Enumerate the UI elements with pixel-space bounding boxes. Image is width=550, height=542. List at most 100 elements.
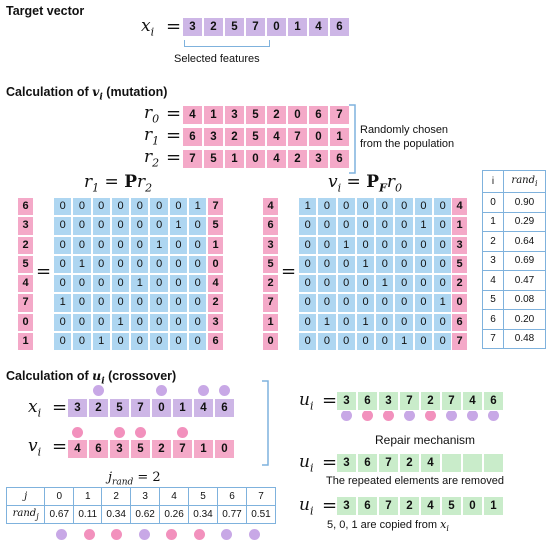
matrix-cell: 0 xyxy=(413,254,434,275)
selection-dot xyxy=(138,529,150,540)
matrix-cell: 0 xyxy=(317,254,337,275)
selection-dot xyxy=(111,529,122,540)
vector-cell: 4 xyxy=(67,439,88,459)
table-cell: 7 xyxy=(245,487,277,506)
column-cell: 1 xyxy=(207,235,224,255)
matrix-cell: 0 xyxy=(53,312,73,333)
matrix-cell: 0 xyxy=(298,332,318,352)
vector-cell: 2 xyxy=(399,453,420,473)
matrix-cell: 0 xyxy=(149,293,169,313)
table-cell: 0.67 xyxy=(44,505,75,524)
matrix-cell: 0 xyxy=(72,274,92,294)
vector-cell: 3 xyxy=(336,496,357,516)
column-cell: 4 xyxy=(451,197,468,217)
vector-cell: 0 xyxy=(287,105,308,125)
matrix-cell: 0 xyxy=(149,216,169,236)
matrix-cell: 0 xyxy=(317,197,337,217)
selection-dot xyxy=(93,385,104,396)
matrix-cell: 0 xyxy=(298,216,318,236)
vector-cell: 4 xyxy=(193,398,214,418)
table-cell: 3 xyxy=(130,487,161,506)
selection-dot xyxy=(383,410,394,421)
matrix-cell: 0 xyxy=(149,274,169,294)
vector-cell: 5 xyxy=(441,496,462,516)
matrix-cell: 0 xyxy=(91,197,111,217)
vector-cell: 2 xyxy=(224,127,245,147)
table-cell: 0 xyxy=(44,487,75,506)
matrix-cell: 0 xyxy=(91,312,111,333)
matrix-cell: 1 xyxy=(375,274,395,294)
vector-cell: 6 xyxy=(483,391,504,411)
matrix-cell: 0 xyxy=(413,293,434,313)
vector-cell: 2 xyxy=(266,105,287,125)
matrix-cell: 0 xyxy=(91,293,111,313)
matrix-cell: 0 xyxy=(433,216,453,236)
equals-sign: = xyxy=(52,397,68,418)
vector-cell: 3 xyxy=(109,439,130,459)
selection-dot xyxy=(135,427,146,438)
vector-cell: 5 xyxy=(245,127,266,147)
table-cell: 0.20 xyxy=(503,309,546,330)
selection-dot xyxy=(166,529,177,540)
column-cell: 1 xyxy=(451,216,468,236)
vector-cell: 1 xyxy=(483,496,504,516)
matrix-cell: 0 xyxy=(355,332,376,352)
column-cell: 4 xyxy=(262,197,279,217)
matrix-cell: 0 xyxy=(336,312,356,333)
table-cell: 0.26 xyxy=(159,505,190,524)
vector-cell: 6 xyxy=(214,398,235,418)
selection-dot xyxy=(114,427,125,438)
vector-cell: 2 xyxy=(151,439,172,459)
vector-cell: 7 xyxy=(441,391,462,411)
matrix-cell: 1 xyxy=(355,312,376,333)
matrix-cell: 0 xyxy=(110,254,131,275)
matrix-cell: 0 xyxy=(72,216,92,236)
vector-cell: 3 xyxy=(336,453,357,473)
matrix-cell: 1 xyxy=(53,293,73,313)
matrix-cell: 1 xyxy=(298,197,318,217)
matrix-cell: 0 xyxy=(336,216,356,236)
matrix-cell: 0 xyxy=(394,197,414,217)
matrix-cell: 0 xyxy=(53,332,73,352)
matrix-cell: 0 xyxy=(53,254,73,275)
matrix-cell: 0 xyxy=(188,216,208,236)
vector-cell: 3 xyxy=(336,391,357,411)
vector-cell: 0 xyxy=(245,149,266,169)
matrix-cell: 0 xyxy=(91,254,111,275)
table-cell: 5 xyxy=(188,487,218,506)
matrix-cell: 0 xyxy=(188,235,208,255)
matrix-cell: 1 xyxy=(413,216,434,236)
vector-cell: 6 xyxy=(329,17,350,37)
matrix-cell: 0 xyxy=(53,216,73,236)
matrix-cell: 0 xyxy=(317,274,337,294)
matrix-cell: 0 xyxy=(375,254,395,275)
vector-cell: 4 xyxy=(420,496,441,516)
selection-dot xyxy=(362,410,373,421)
matrix-cell: 0 xyxy=(130,293,150,313)
matrix-cell: 0 xyxy=(72,235,92,255)
column-cell: 7 xyxy=(262,293,279,313)
matrix-cell: 0 xyxy=(375,332,395,352)
ui-label: ui xyxy=(299,390,314,413)
matrix-cell: 0 xyxy=(130,254,150,275)
column-cell: 1 xyxy=(17,332,34,352)
matrix-cell: 0 xyxy=(317,293,337,313)
vector-cell: 6 xyxy=(357,453,378,473)
mutation-title: Calculation of vi (mutation) xyxy=(6,84,168,103)
vector-cell: 3 xyxy=(378,391,399,411)
vector-cell: 5 xyxy=(109,398,130,418)
matrix-cell: 1 xyxy=(72,254,92,275)
matrix-cell: 1 xyxy=(188,197,208,217)
random-brace xyxy=(349,104,356,174)
equals-sign: = xyxy=(166,16,182,37)
matrix-cell: 0 xyxy=(110,274,131,294)
